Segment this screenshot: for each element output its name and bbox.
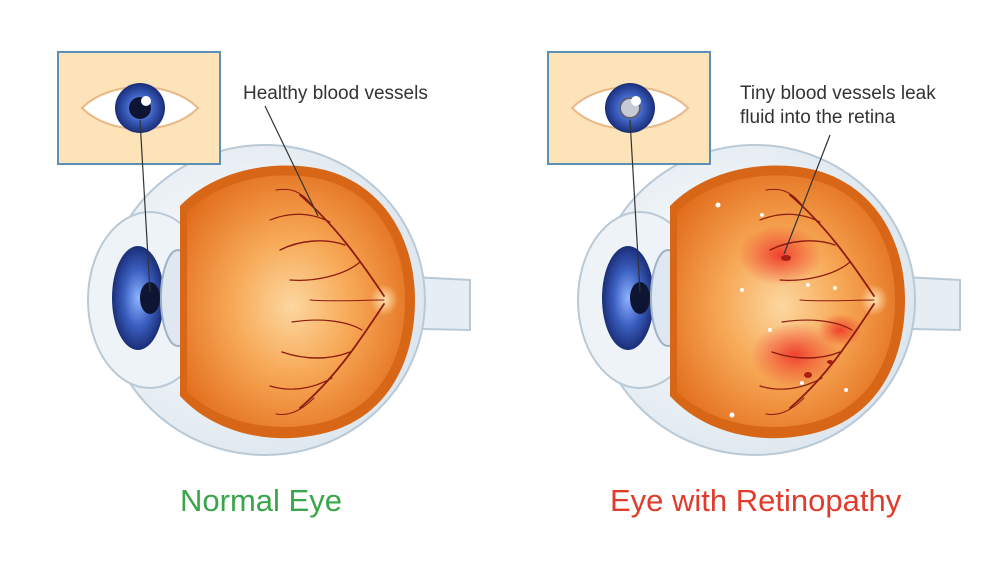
leaking-vessels-label-line2: fluid into the retina <box>740 107 896 128</box>
retinopathy-eye-caption: Eye with Retinopathy <box>610 483 902 518</box>
healthy-vessels-label: Healthy blood vessels <box>243 83 428 104</box>
leak-patch <box>750 323 840 387</box>
inset-highlight <box>631 96 641 106</box>
leaking-vessels-label-line1: Tiny blood vessels leak <box>740 83 936 104</box>
side-pupil <box>630 282 650 314</box>
vessel-pointer-line <box>264 105 319 217</box>
side-pupil <box>140 282 160 314</box>
blood-vessels <box>269 188 385 415</box>
normal-eye-group <box>57 51 471 456</box>
leak-pointer-line <box>783 134 831 255</box>
exudate-spots <box>715 202 848 418</box>
leaking-vessels-label: Tiny blood vessels leak fluid into the r… <box>740 82 936 130</box>
normal-eye-caption: Normal Eye <box>180 483 342 518</box>
inset-highlight <box>141 96 151 106</box>
inset-pointer-line <box>139 119 151 293</box>
retinopathy-eye-group <box>547 51 961 456</box>
side-iris <box>602 246 654 350</box>
retina <box>677 175 895 428</box>
blood-vessels <box>759 188 875 415</box>
leak-patch <box>738 225 822 285</box>
inset-pointer-line <box>629 119 641 293</box>
side-iris <box>112 246 164 350</box>
leak-patch <box>818 314 862 346</box>
retina <box>187 175 405 428</box>
hemorrhage-spots <box>781 255 833 378</box>
